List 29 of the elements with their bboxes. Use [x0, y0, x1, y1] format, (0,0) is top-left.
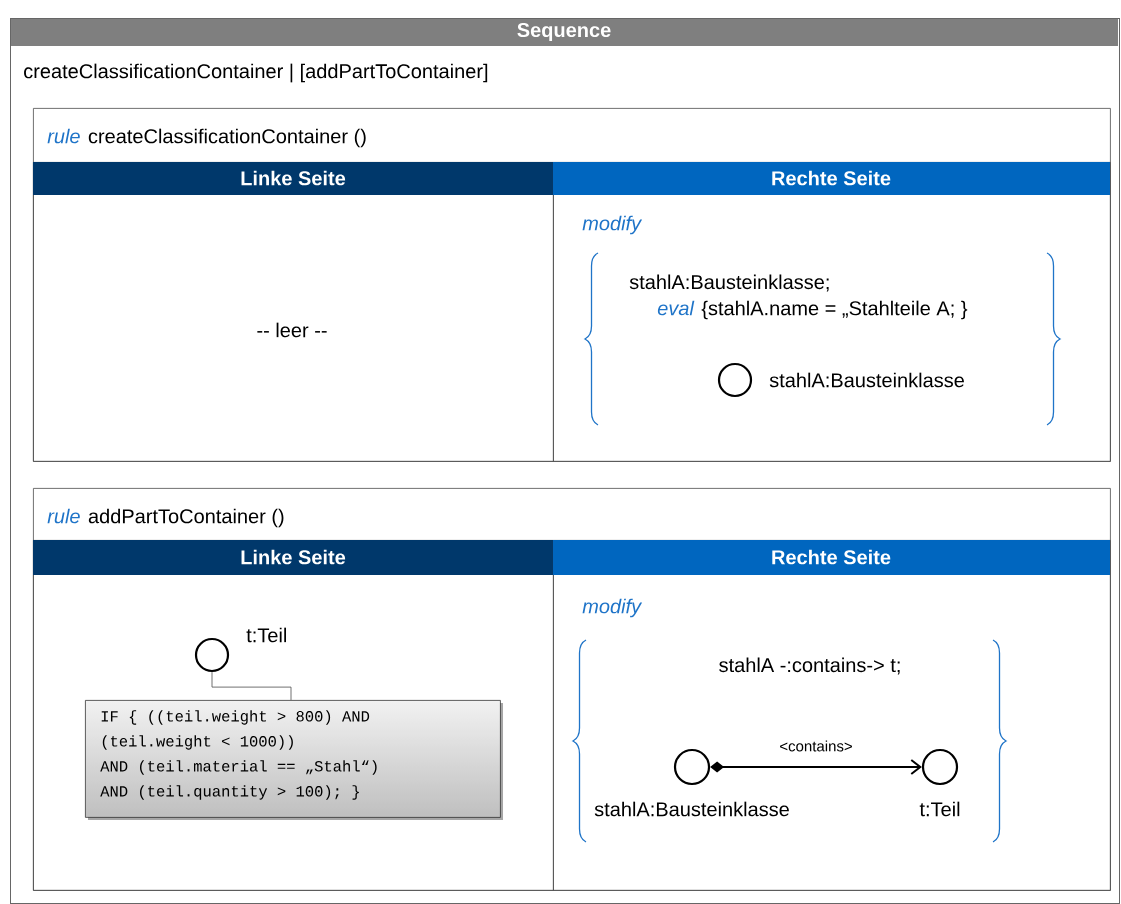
statement: stahlA -:contains-> t; [719, 657, 900, 675]
keyword: modify [582, 598, 643, 618]
header-bar: Sequence [11, 19, 1118, 46]
object-label: t:Teil [919, 801, 960, 817]
node-label: AND (teil.material == „Stahl“) [100, 760, 377, 775]
rule-name: addPartToContainer () [88, 508, 284, 528]
object-label: stahlA:Bausteinklasse [769, 372, 964, 388]
node-label: AND (teil.quantity > 100); } [100, 785, 359, 800]
keyword: rule [47, 128, 80, 144]
condition-text: IF { ((teil.weight > 800) AND (teil.weight < 1000)) AND (teil.material == „Stahl“) AND (teil.quantity > 100); } [100, 710, 377, 800]
edge-label: <contains> [778, 739, 854, 753]
column-header: Linke Seite [33, 540, 553, 575]
object-label: stahlA:Bausteinklasse [594, 801, 789, 817]
association-arrow [710, 759, 922, 775]
empty-note: -- leer -- [257, 322, 327, 338]
object-label: t:Teil [246, 627, 286, 643]
rule-name: createClassificationContainer () [88, 128, 366, 148]
connector-line [211, 671, 292, 701]
node-label: IF { ((teil.weight > 800) AND [101, 710, 370, 725]
node-label: (teil.weight < 1000)) [102, 735, 293, 750]
statement: {stahlA.name = „Stahlteile A; } [701, 300, 968, 320]
keyword: eval [657, 300, 695, 316]
column-header: Rechte Seite [553, 162, 1110, 195]
keyword: modify [582, 215, 643, 235]
column-header: Linke Seite [33, 162, 553, 195]
statement: stahlA:Bausteinklasse; [629, 274, 829, 292]
column-header: Rechte Seite [553, 540, 1110, 575]
keyword: rule [47, 508, 80, 524]
sequence-expression: createClassificationContainer | [addPartToContainer] [24, 63, 488, 83]
